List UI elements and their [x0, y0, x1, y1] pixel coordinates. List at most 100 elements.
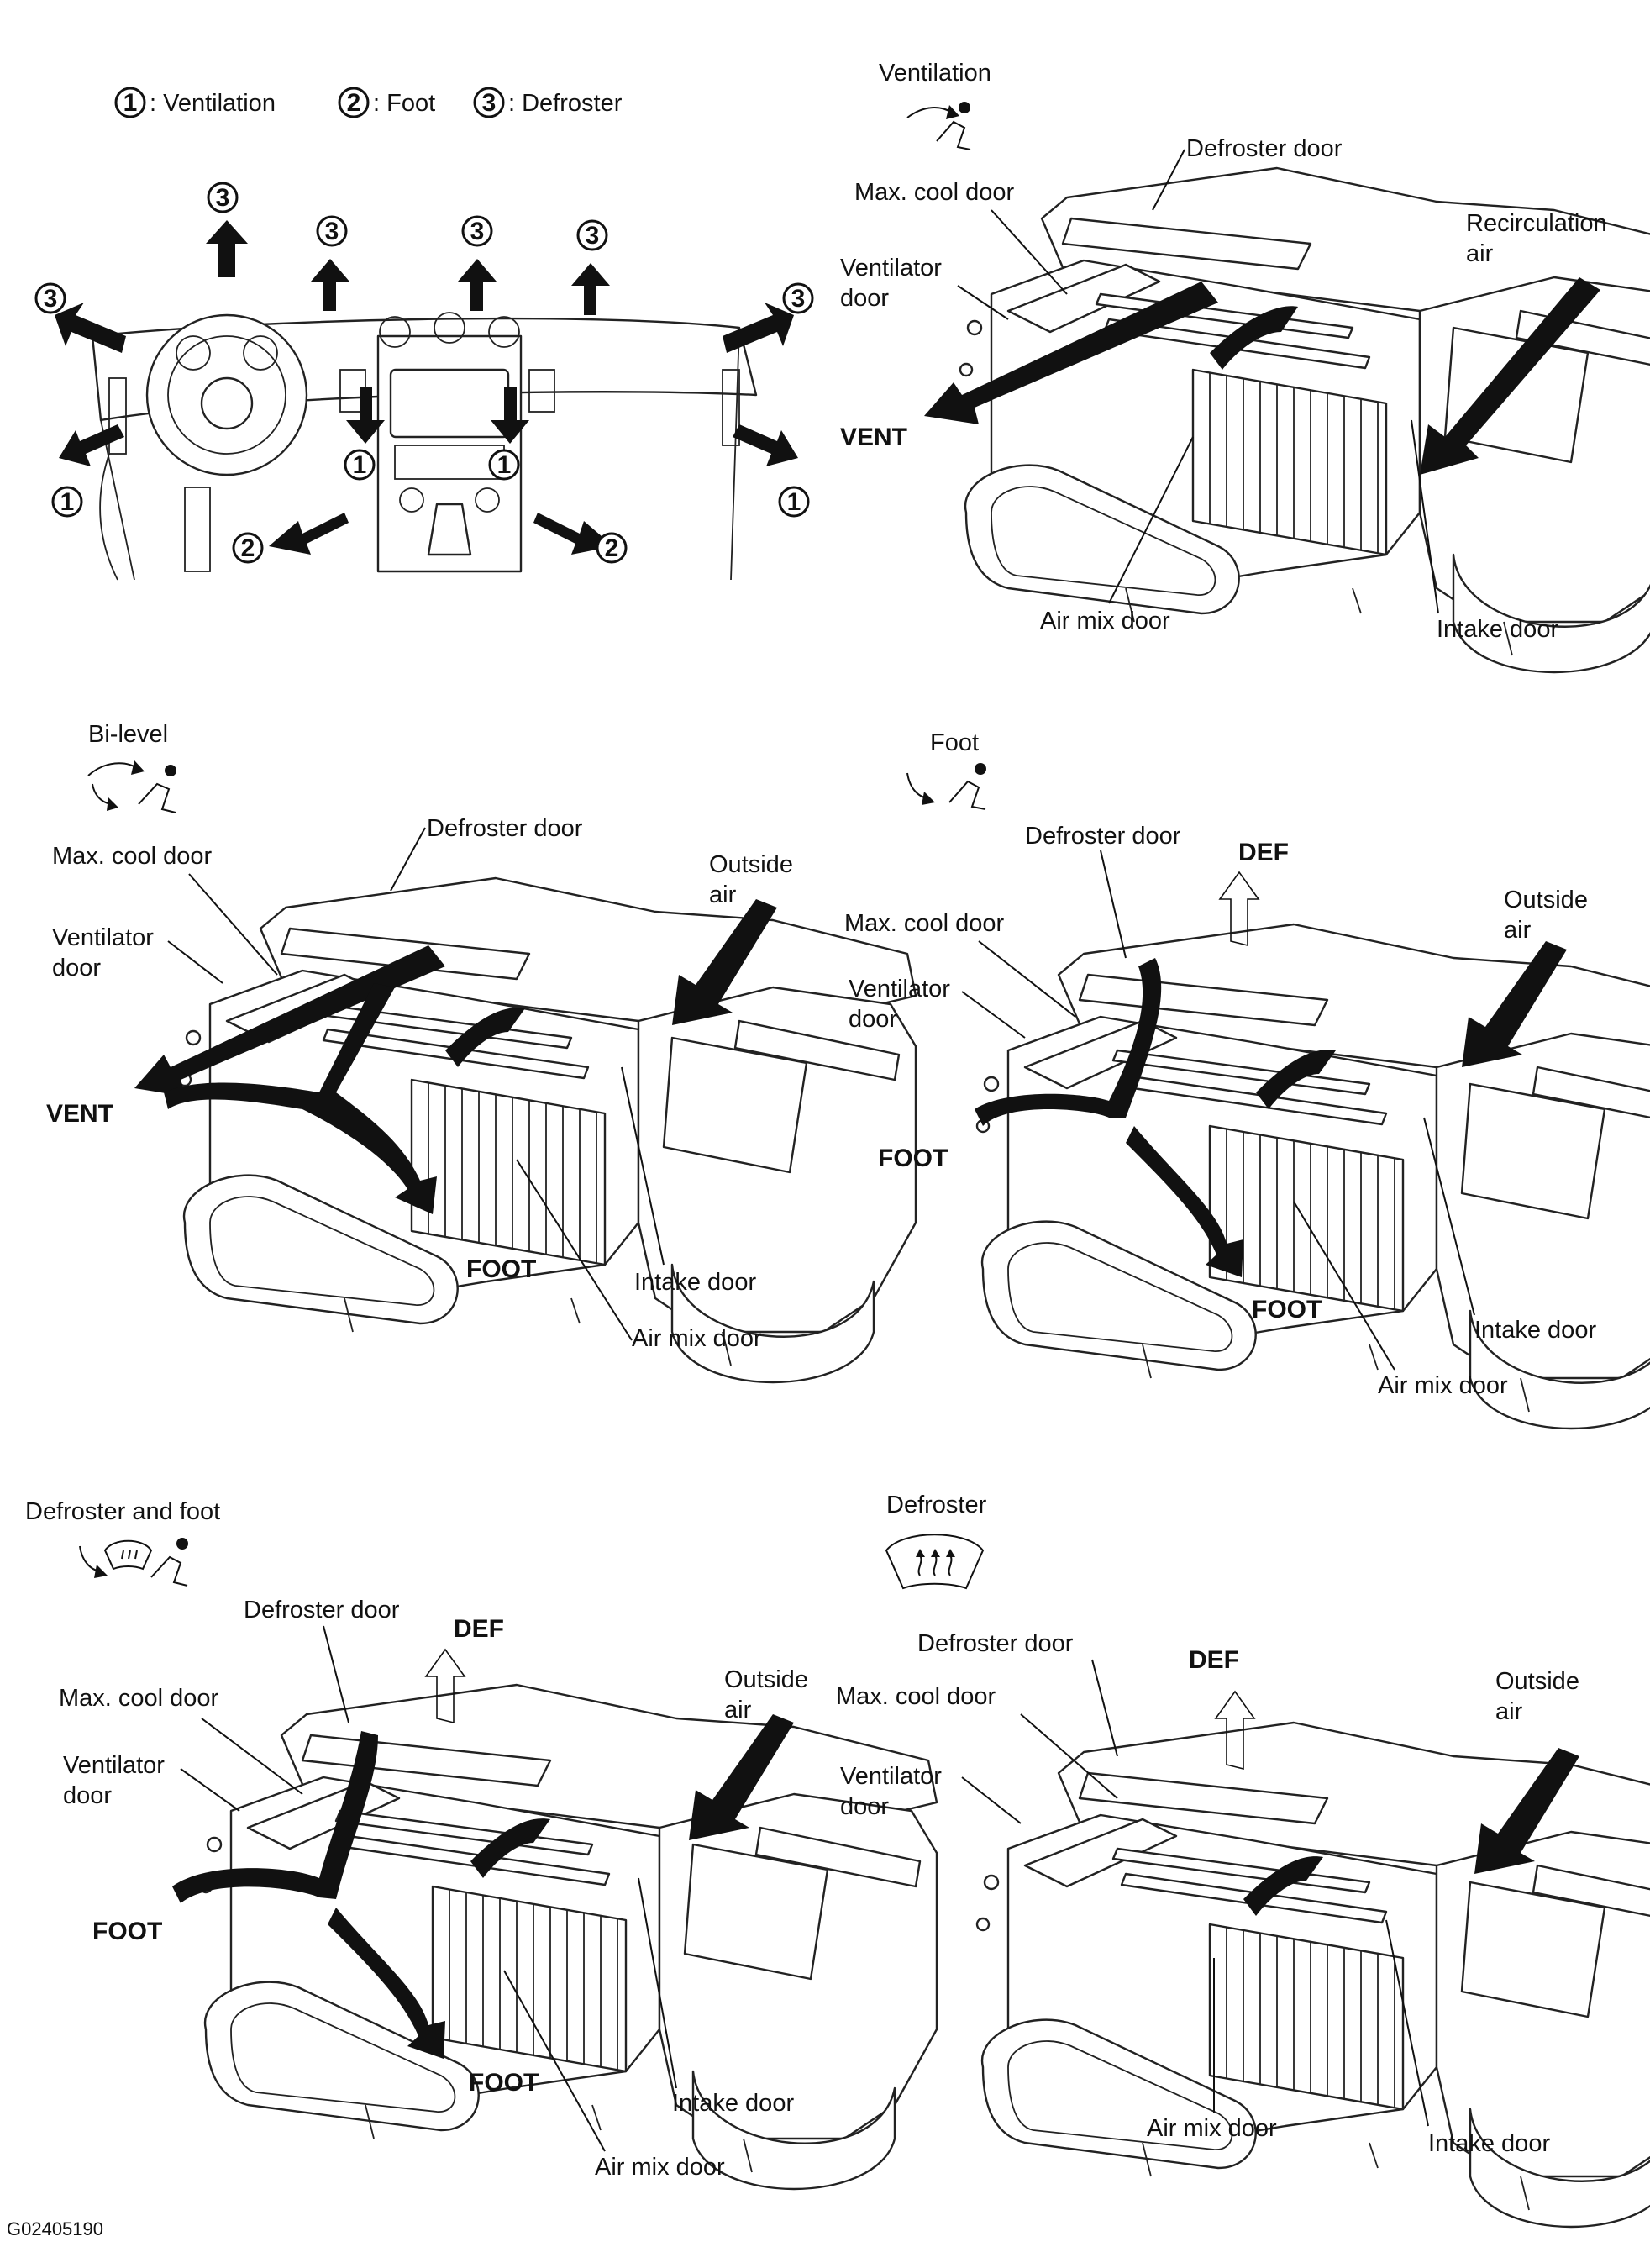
defroster-foot-mode-icon	[79, 1538, 188, 1587]
windshield-defroster-icon	[885, 1534, 985, 1590]
svg-text:3: 3	[44, 285, 58, 313]
label-intake-door: Intake door	[1437, 616, 1558, 643]
label-max-cool-door: Max. cool door	[59, 1685, 219, 1712]
label-max-cool-door: Max. cool door	[836, 1683, 996, 1710]
svg-text:3: 3	[325, 218, 339, 245]
label-air-mix-door: Air mix door	[1378, 1372, 1508, 1399]
label-air-source-line1: Outside	[724, 1666, 808, 1693]
foot-mode-icon	[906, 763, 986, 810]
label-def-outlet: DEF	[454, 1615, 504, 1643]
label-ventilator-door-line1: Ventilator	[52, 924, 154, 951]
label-foot-outlet-left: FOOT	[92, 1918, 162, 1945]
label-defroster-door: Defroster door	[917, 1630, 1074, 1657]
defroster-outlet-arrows	[55, 220, 794, 353]
label-max-cool-door: Max. cool door	[52, 843, 213, 870]
dashboard-outlet-diagram: 3 3 3 3 3 3 1 1 1 1 2 2	[34, 182, 814, 581]
label-defroster-door: Defroster door	[427, 815, 583, 842]
legend-item-ventilation: 1 : Ventilation	[114, 87, 276, 118]
svg-text:3: 3	[586, 222, 600, 250]
legend-number-2: 2	[347, 89, 361, 117]
mode-title-ventilation: Ventilation	[879, 60, 991, 87]
label-ventilator-door-line1: Ventilator	[840, 255, 942, 282]
outside-air-arrow	[689, 1714, 794, 1840]
recirc-airflow-arrow	[1420, 277, 1600, 475]
label-ventilator-door-line2: door	[840, 1793, 889, 1820]
outside-air-arrow	[672, 899, 777, 1025]
foot-outlet-arrows	[269, 513, 613, 555]
svg-text:3: 3	[216, 184, 230, 212]
label-ventilator-door-line2: door	[840, 285, 889, 312]
label-air-mix-door: Air mix door	[1040, 608, 1170, 634]
label-defroster-door: Defroster door	[1186, 135, 1343, 162]
label-max-cool-door: Max. cool door	[854, 179, 1015, 206]
svg-text:1: 1	[353, 451, 367, 479]
label-def-outlet: DEF	[1238, 839, 1289, 866]
vent-mode-icon	[906, 102, 971, 150]
mode-title-defroster-and-foot: Defroster and foot	[25, 1498, 220, 1525]
vent-airflow-arrow	[924, 282, 1218, 424]
label-air-source-line1: Outside	[709, 851, 793, 878]
label-ventilator-door-line2: door	[849, 1006, 897, 1033]
label-defroster-door: Defroster door	[1025, 823, 1181, 850]
foot-airflow-arrow	[164, 983, 437, 1214]
svg-text:1: 1	[60, 488, 75, 516]
label-intake-door: Intake door	[1428, 2130, 1550, 2157]
label-air-source-line2: air	[1495, 1698, 1523, 1725]
label-foot-outlet-left: FOOT	[878, 1145, 948, 1172]
outside-air-arrow	[1474, 1748, 1579, 1874]
label-air-mix-door: Air mix door	[595, 2154, 725, 2181]
label-intake-door: Intake door	[634, 1269, 756, 1296]
vent-outlet-arrows	[59, 387, 798, 466]
panel-defroster-and-foot: Defroster and foot Defroster door DEF Ma…	[25, 1498, 938, 2191]
label-air-source-line1: Outside	[1495, 1668, 1579, 1695]
legend-item-foot: 2 : Foot	[338, 87, 435, 118]
label-vent-outlet: VENT	[840, 424, 907, 451]
foot-airflow-arrow	[975, 958, 1243, 1277]
legend-number-1: 1	[123, 89, 138, 117]
svg-text:3: 3	[470, 218, 485, 245]
legend-number-3: 3	[482, 89, 497, 117]
label-air-mix-door: Air mix door	[632, 1325, 762, 1352]
label-ventilator-door-line1: Ventilator	[849, 976, 950, 1002]
label-foot-outlet-right: FOOT	[469, 2069, 539, 2097]
label-air-source-line2: air	[709, 881, 737, 908]
def-airflow-arrow	[424, 1648, 466, 1724]
panel-foot: Foot Defroster door DEF Max. cool door V…	[844, 729, 1650, 1430]
label-air-source-line1: Recirculation	[1466, 210, 1607, 237]
svg-text:1: 1	[787, 488, 801, 516]
label-ventilator-door-line1: Ventilator	[840, 1763, 942, 1790]
panel-defroster: Defroster Defroster door DEF Max. cool d…	[836, 1492, 1650, 2229]
label-air-source-line2: air	[1504, 917, 1532, 944]
legend-item-defroster: 3 : Defroster	[473, 87, 623, 118]
mode-title-defroster: Defroster	[886, 1492, 987, 1518]
figure-id: G02405190	[7, 2218, 103, 2239]
vent-airflow-arrow	[134, 945, 445, 1097]
panel-bilevel: Bi-level Defroster door Max. cool door V…	[46, 721, 917, 1384]
label-vent-outlet: VENT	[46, 1100, 113, 1128]
label-air-source-line1: Outside	[1504, 887, 1588, 913]
label-foot-outlet: FOOT	[466, 1255, 536, 1283]
def-airflow-arrow	[1218, 871, 1260, 947]
svg-text:2: 2	[605, 534, 619, 562]
nav-screen	[389, 368, 510, 439]
label-def-outlet: DEF	[1189, 1646, 1239, 1674]
legend: 1 : Ventilation 2 : Foot 3 : Defroster	[114, 87, 623, 118]
label-intake-door: Intake door	[672, 2090, 794, 2117]
label-air-source-line2: air	[724, 1697, 752, 1723]
label-max-cool-door: Max. cool door	[844, 910, 1005, 937]
outlet-number-markers: 3 3 3 3 3 3 1 1 1 1 2 2	[34, 182, 814, 564]
svg-text:3: 3	[791, 285, 806, 313]
label-foot-outlet-right: FOOT	[1252, 1296, 1322, 1323]
svg-text:2: 2	[241, 534, 255, 562]
legend-label-ventilation: : Ventilation	[150, 90, 276, 117]
bilevel-mode-icon	[87, 760, 176, 813]
outside-air-arrow	[1462, 941, 1567, 1067]
legend-label-defroster: : Defroster	[508, 90, 623, 117]
label-defroster-door: Defroster door	[244, 1597, 400, 1623]
def-airflow-arrow	[1214, 1690, 1256, 1771]
svg-text:1: 1	[497, 451, 512, 479]
label-ventilator-door-line2: door	[63, 1782, 112, 1809]
legend-label-foot: : Foot	[373, 90, 435, 117]
mode-title-bilevel: Bi-level	[88, 721, 168, 748]
